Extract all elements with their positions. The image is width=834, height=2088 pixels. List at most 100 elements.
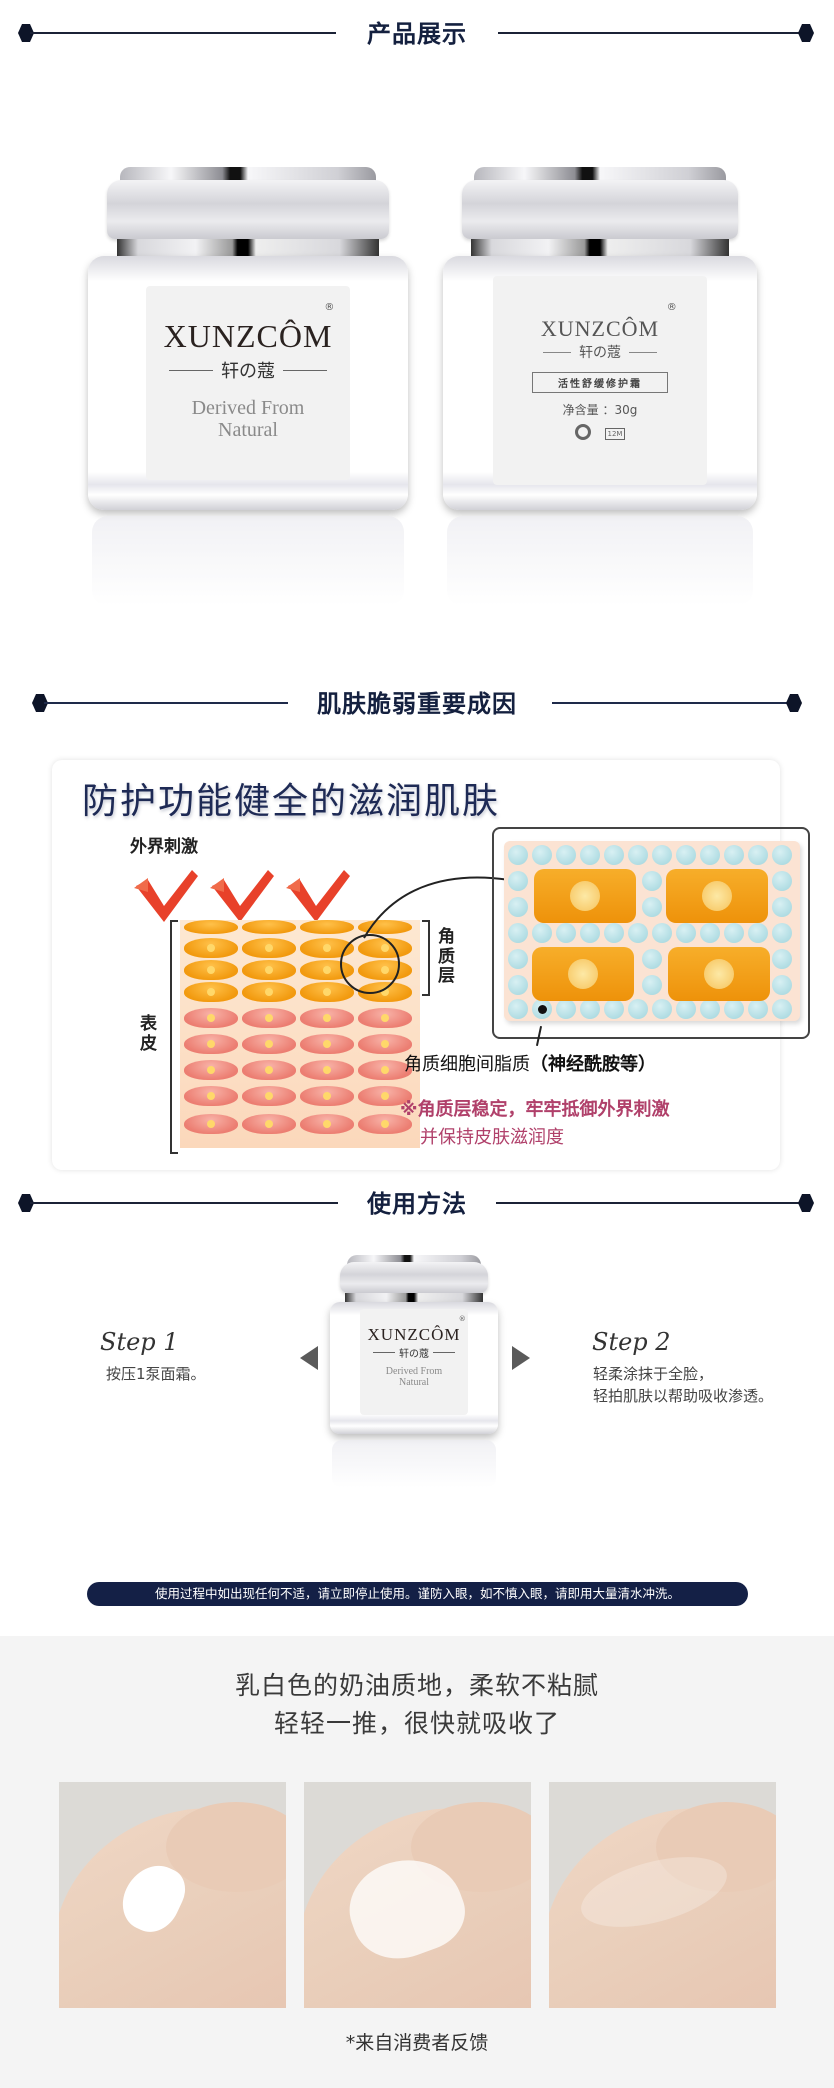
lipid-dot bbox=[508, 949, 528, 969]
lipid-dot bbox=[652, 845, 672, 865]
epidermal-cell bbox=[300, 1008, 354, 1028]
jar-cap bbox=[461, 180, 739, 240]
registered-mark: ® bbox=[458, 1315, 466, 1324]
corneocyte-cell bbox=[184, 982, 238, 1002]
jar-body: XUNZCÔM ® 轩の蔻 Derived From Natural bbox=[88, 255, 408, 510]
epidermal-cell bbox=[184, 1086, 238, 1106]
lipid-dot bbox=[772, 949, 792, 969]
dash bbox=[283, 369, 327, 371]
section-title: 肌肤脆弱重要成因 bbox=[317, 690, 517, 718]
lipid-dot bbox=[532, 845, 552, 865]
skin-barrier-diagram: 防护功能健全的滋润肌肤 外界刺激 表皮 角质层 bbox=[52, 760, 810, 1170]
sub-brand: 轩の蔻 bbox=[360, 1345, 468, 1360]
jar-neck bbox=[345, 1292, 483, 1304]
stimulus-arrow-icon bbox=[286, 870, 350, 922]
lipid-label-text: 角质细胞间脂质 bbox=[404, 1054, 530, 1075]
brand-name: XUNZCÔM bbox=[540, 316, 660, 342]
jar-body: XUNZCÔM ® 轩の蔻 Derived From Natural bbox=[330, 1301, 498, 1434]
hexagon-icon bbox=[798, 24, 814, 42]
texture-line1: 乳白色的奶油质地，柔软不粘腻 bbox=[234, 1671, 599, 1700]
lipid-dot bbox=[676, 923, 696, 943]
lipid-dot bbox=[628, 923, 648, 943]
lipid-dot bbox=[772, 999, 792, 1019]
lipid-dot bbox=[748, 923, 768, 943]
section-header-usage: 使用方法 bbox=[0, 1172, 834, 1232]
divider-line bbox=[552, 702, 796, 704]
corneocyte-block bbox=[534, 869, 636, 923]
lipid-dot bbox=[556, 999, 576, 1019]
magnify-circle bbox=[340, 934, 400, 994]
lipid-dot bbox=[580, 845, 600, 865]
step2-line1: 轻柔涂抹于全脸， bbox=[593, 1365, 714, 1383]
epidermal-cell bbox=[242, 1060, 296, 1080]
lipid-dot bbox=[508, 897, 528, 917]
epidermal-cell bbox=[300, 1086, 354, 1106]
lipid-dot bbox=[772, 845, 792, 865]
jar-cap bbox=[340, 1262, 488, 1293]
stimulus-label: 外界刺激 bbox=[130, 837, 198, 857]
lipid-dot bbox=[748, 999, 768, 1019]
jar-neck bbox=[116, 239, 380, 260]
lipid-label: 角质细胞间脂质（神经酰胺等） bbox=[404, 1050, 656, 1076]
divider-line bbox=[498, 32, 804, 34]
lipid-dot bbox=[508, 871, 528, 891]
step2-title: Step 2 bbox=[592, 1328, 671, 1356]
divider-line bbox=[44, 702, 288, 704]
epidermal-cell bbox=[358, 1034, 412, 1054]
step1-title: Step 1 bbox=[100, 1328, 179, 1356]
epidermal-cell bbox=[184, 1034, 238, 1054]
lipid-dot bbox=[580, 923, 600, 943]
jar-reflection bbox=[447, 516, 753, 606]
dash bbox=[543, 351, 571, 353]
corneocyte-cell bbox=[184, 960, 238, 980]
lipid-dot bbox=[604, 923, 624, 943]
feedback-note: *来自消费者反馈 bbox=[345, 2032, 489, 2054]
recycle-icon bbox=[574, 424, 591, 441]
usage-jar: XUNZCÔM ® 轩の蔻 Derived From Natural bbox=[330, 1255, 498, 1434]
epidermis-label: 表皮 bbox=[140, 1014, 157, 1054]
epidermal-cell bbox=[184, 1060, 238, 1080]
epidermal-cell bbox=[184, 1114, 238, 1134]
sub-brand: 轩の蔻 bbox=[493, 342, 707, 362]
lipid-dot bbox=[772, 975, 792, 995]
epidermal-cell bbox=[300, 1034, 354, 1054]
epidermal-cell bbox=[358, 1114, 412, 1134]
brand-name: XUNZCÔM bbox=[163, 318, 333, 355]
arrow-left-icon bbox=[300, 1346, 318, 1370]
lipid-dot bbox=[676, 845, 696, 865]
epidermal-cell bbox=[242, 1008, 296, 1028]
lipid-dot bbox=[748, 845, 768, 865]
epidermal-cell bbox=[242, 1034, 296, 1054]
lipid-dot bbox=[724, 923, 744, 943]
lipid-dot bbox=[508, 845, 528, 865]
step2-line2: 轻拍肌肤以帮助吸收渗透。 bbox=[593, 1386, 774, 1405]
corneocyte-block bbox=[666, 869, 768, 923]
hand-knuckle bbox=[166, 1802, 286, 1892]
pao-12m-icon: 12M bbox=[604, 428, 626, 441]
jar-reflection bbox=[332, 1440, 496, 1488]
jar-label: XUNZCÔM ® 轩の蔻 Derived From Natural bbox=[145, 286, 351, 480]
product-name-box: 活性舒缓修护霜 bbox=[532, 372, 668, 394]
lipid-dot bbox=[652, 999, 672, 1019]
sub-brand: 轩の蔻 bbox=[146, 357, 351, 383]
tagline-line1: Derived From bbox=[191, 397, 305, 420]
lipid-dot bbox=[508, 975, 528, 995]
label-icons: 12M bbox=[493, 424, 707, 441]
jar-label: XUNZCÔM ® 轩の蔻 Derived From Natural bbox=[360, 1309, 468, 1416]
divider-line bbox=[30, 1202, 338, 1204]
note-line2: 并保持皮肤滋润度 bbox=[420, 1127, 564, 1148]
section-title: 使用方法 bbox=[367, 1190, 467, 1218]
epidermal-cell bbox=[300, 1114, 354, 1134]
lipid-dot bbox=[556, 845, 576, 865]
corneocyte-cell bbox=[242, 938, 296, 958]
epidermal-cell bbox=[300, 1060, 354, 1080]
corneocyte-block bbox=[532, 947, 634, 1001]
corneocyte-cell bbox=[184, 938, 238, 958]
lipid-dot bbox=[676, 999, 696, 1019]
corneocyte-cell bbox=[184, 920, 238, 934]
epidermal-cell bbox=[242, 1086, 296, 1106]
lipid-dot bbox=[700, 845, 720, 865]
note-line1: ※角质层稳定，牢牢抵御外界刺激 bbox=[400, 1099, 670, 1120]
lipid-dot bbox=[642, 949, 662, 969]
epidermal-cell bbox=[358, 1008, 412, 1028]
